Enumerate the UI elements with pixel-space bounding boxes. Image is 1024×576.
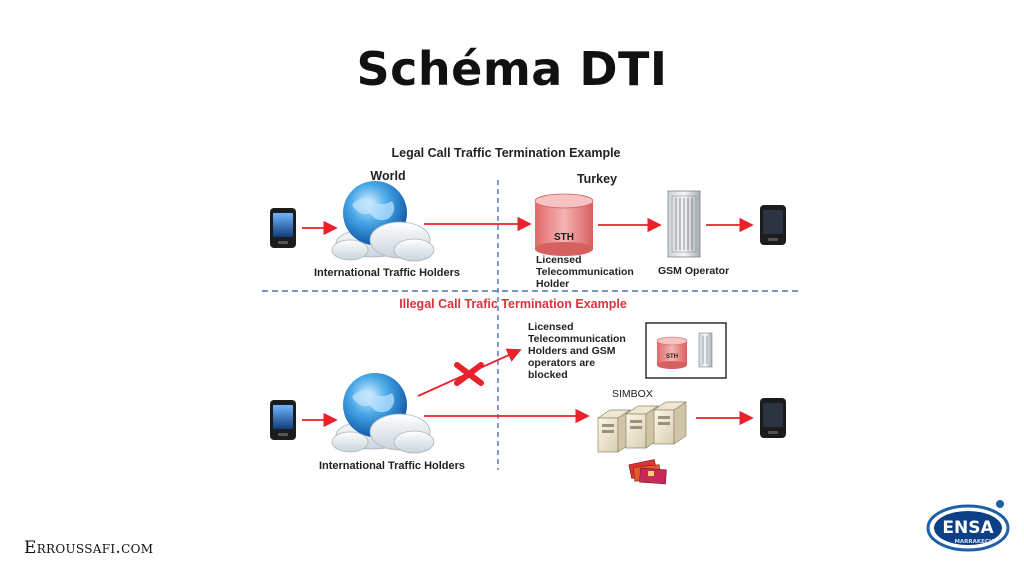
logo-subtext: MARRAKECH (954, 539, 994, 545)
blocked-label-line: blocked (528, 369, 568, 381)
region-turkey-label: Turkey (577, 172, 617, 186)
slide-title: Schéma DTI (356, 42, 668, 96)
mobile-phone-icon (270, 400, 296, 440)
blocked-label-line: Licensed (528, 321, 574, 333)
legal-holders-label: International Traffic Holders (314, 267, 460, 279)
sim-cards-icon (628, 459, 667, 485)
blocked-label-line: Holders and GSM (528, 345, 616, 357)
region-world-label: World (370, 169, 405, 183)
sth-database-icon (534, 193, 594, 256)
mobile-phone-icon (760, 398, 786, 438)
licensed-label-line: Holder (536, 278, 569, 290)
blocked-sth-label: STH (666, 354, 678, 360)
blocked-x-icon (454, 362, 484, 386)
simbox-servers-icon (596, 401, 688, 453)
ensa-logo: ENSA MARRAKECH (926, 500, 1010, 552)
licensed-label-line: Licensed (536, 254, 582, 266)
globe-cloud-icon (331, 181, 435, 262)
gsm-operator-label: GSM Operator (658, 265, 729, 277)
illegal-holders-label: International Traffic Holders (319, 460, 465, 472)
sth-label: STH (554, 232, 574, 243)
blocked-operators-box (645, 322, 727, 379)
mobile-phone-icon (760, 205, 786, 245)
logo-text: ENSA (942, 518, 994, 538)
blocked-label-line: operators are (528, 357, 595, 369)
licensed-label-line: Telecommunication (536, 266, 634, 278)
mobile-phone-icon (270, 208, 296, 248)
globe-cloud-icon (331, 373, 435, 454)
footer-brand: Erroussafi.com (24, 538, 154, 558)
blocked-label-line: Telecommunication (528, 333, 626, 345)
illegal-heading: Illegal Call Trafic Termination Example (399, 297, 627, 311)
legal-heading: Legal Call Traffic Termination Example (392, 146, 621, 160)
simbox-label: SIMBOX (612, 388, 653, 400)
gsm-server-icon (667, 190, 701, 258)
